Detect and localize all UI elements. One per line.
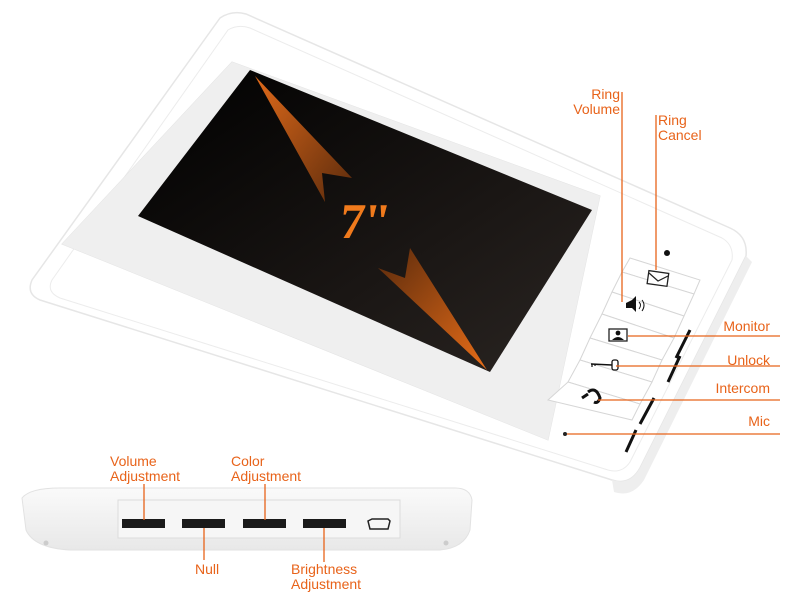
display-screen	[62, 62, 600, 440]
callout-lines	[567, 92, 780, 435]
person-icon[interactable]	[608, 328, 628, 342]
callout-null: Null	[195, 561, 220, 577]
color-adjustment-slider[interactable]	[243, 519, 286, 528]
key-icon[interactable]	[590, 359, 619, 371]
button-panel	[546, 257, 701, 421]
handset-icon[interactable]	[581, 388, 602, 404]
callout-intercom: Intercom	[715, 380, 770, 396]
diagonal-arrow-bottom	[378, 248, 487, 370]
brightness-adjustment-slider[interactable]	[303, 519, 346, 528]
callout-ring-volume: Ring Volume	[573, 86, 620, 117]
callout-unlock: Unlock	[727, 352, 770, 368]
connector-port-icon	[367, 518, 391, 530]
envelope-icon[interactable]	[646, 269, 670, 288]
callout-ring-cancel: Ring Cancel	[658, 112, 702, 143]
bottom-callout-lines	[143, 484, 325, 562]
callout-mic: Mic	[748, 413, 770, 429]
mic-hole	[563, 432, 567, 436]
callout-volume-adjustment: Volume Adjustment	[110, 453, 181, 484]
null-slider[interactable]	[182, 519, 225, 528]
camera-lens	[664, 250, 670, 256]
volume-adjustment-slider[interactable]	[122, 519, 165, 528]
callout-brightness-adjustment: Brightness Adjustment	[291, 561, 362, 592]
screen-size-label: 7"	[337, 193, 392, 249]
callout-monitor: Monitor	[723, 318, 770, 334]
speaker-icon[interactable]	[626, 296, 645, 312]
callout-color-adjustment: Color Adjustment	[231, 453, 302, 484]
diagonal-arrow-top	[255, 76, 352, 202]
device-bottom-view	[21, 487, 473, 551]
